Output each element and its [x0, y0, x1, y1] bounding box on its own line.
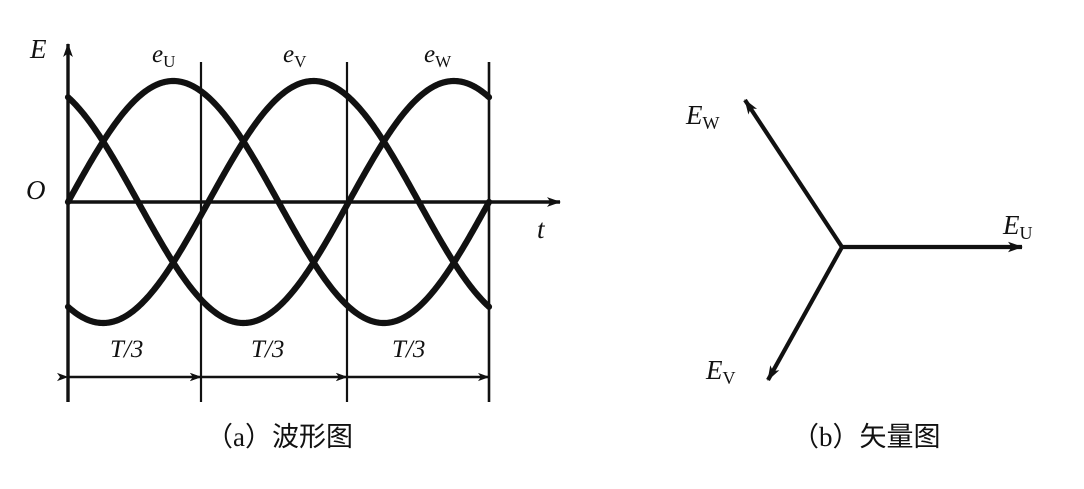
panel-a-caption: （a）波形图 [206, 422, 353, 452]
panel-b-vector [743, 98, 1023, 382]
waveform-ev [64, 77, 493, 327]
interval-label-3: T/3 [392, 336, 426, 363]
curve-label-ew: eW [424, 42, 451, 70]
curve-label-ew-base: e [424, 41, 436, 68]
y-axis-label: E [30, 34, 47, 64]
vector-ew [743, 98, 844, 249]
curve-label-ew-sub: W [435, 51, 452, 71]
curve-label-ev-sub: V [294, 51, 307, 71]
origin-label: O [26, 175, 46, 205]
vector-label-ev-sub: V [722, 368, 736, 389]
curve-label-ev-base: e [283, 41, 295, 68]
vector-label-ev-base: E [706, 355, 723, 385]
x-axis-label: t [537, 214, 545, 244]
curve-label-ev: eV [283, 42, 306, 70]
vector-label-eu-base: E [1003, 210, 1020, 240]
vector-label-ew: EW [686, 100, 720, 134]
interval-label-1: T/3 [110, 336, 144, 363]
panel-b-caption: （b）矢量图 [792, 422, 941, 452]
vector-label-eu-sub: U [1019, 223, 1033, 244]
curve-label-eu-base: e [152, 41, 164, 68]
curve-label-eu-sub: U [163, 51, 176, 71]
vector-label-ew-base: E [686, 100, 703, 130]
waveform-ew [64, 77, 493, 327]
interval-label-2: T/3 [251, 336, 285, 363]
vector-label-ev: EV [706, 355, 736, 389]
panel-a-waveform [57, 43, 561, 402]
vector-label-ew-sub: W [702, 113, 720, 134]
vector-label-eu: EU [1003, 210, 1033, 244]
curve-label-eu: eU [152, 42, 175, 70]
vector-ev [766, 245, 844, 382]
waveform-eu [64, 77, 493, 327]
